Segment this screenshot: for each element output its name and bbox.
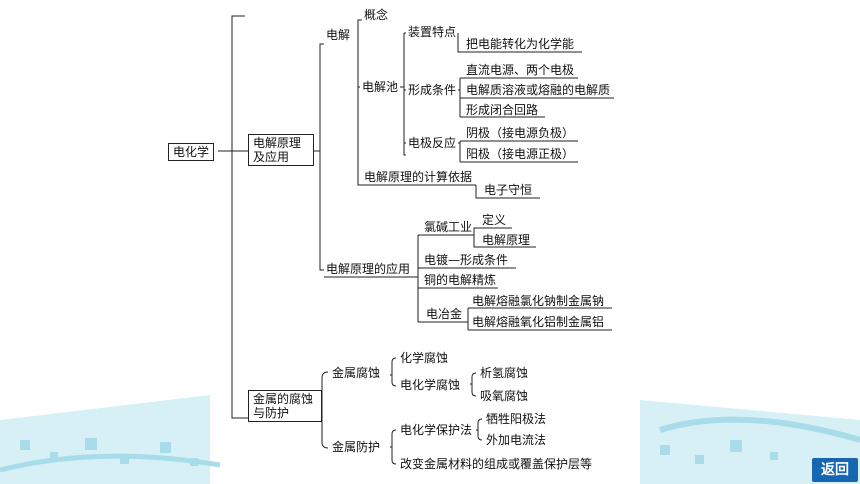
node-device-feature: 装置特点 bbox=[408, 25, 457, 39]
node-condition-3: 形成闭合回路 bbox=[466, 103, 539, 117]
node-condition-2: 电解质溶液或熔融的电解质 bbox=[466, 83, 611, 97]
node-electrochemical-corrosion: 电化学腐蚀 bbox=[400, 378, 461, 392]
node-change-material: 改变金属材料的组成或覆盖保护层等 bbox=[400, 457, 593, 471]
branch-title-line1: 电解原理 bbox=[253, 136, 302, 150]
node-formation-conditions: 形成条件 bbox=[408, 83, 457, 97]
node-definition: 定义 bbox=[482, 213, 507, 227]
node-electrode-reaction: 电极反应 bbox=[408, 136, 457, 150]
node-principle: 电解原理 bbox=[482, 233, 531, 247]
node-oxygen-absorption: 吸氧腐蚀 bbox=[480, 389, 529, 403]
node-chemical-corrosion: 化学腐蚀 bbox=[400, 351, 449, 365]
node-electrochemical-protection: 电化学保护法 bbox=[400, 423, 473, 437]
branch-title-line2: 与防护 bbox=[253, 406, 290, 420]
root-node: 电化学 bbox=[168, 143, 215, 161]
node-copper-refining: 铜的电解精炼 bbox=[424, 273, 497, 287]
node-sodium: 电解熔融氯化钠制金属钠 bbox=[472, 294, 605, 308]
node-concept: 概念 bbox=[364, 8, 389, 22]
branch-title-line1: 金属的腐蚀 bbox=[253, 392, 314, 406]
branch-electrolysis-principle: 电解原理 及应用 bbox=[248, 134, 314, 166]
node-device-feature-value: 把电能转化为化学能 bbox=[466, 37, 575, 51]
node-hydrogen-evolution: 析氢腐蚀 bbox=[480, 366, 529, 380]
node-electroplating: 电镀—形成条件 bbox=[424, 253, 509, 267]
node-electrolytic-cell: 电解池 bbox=[362, 80, 399, 94]
node-chlor-alkali: 氯碱工业 bbox=[424, 220, 473, 234]
branch-metal-corrosion: 金属的腐蚀 与防护 bbox=[248, 390, 322, 422]
back-button[interactable]: 返回 bbox=[812, 458, 858, 482]
node-protection: 金属防护 bbox=[332, 440, 381, 454]
branch-title-line2: 及应用 bbox=[253, 150, 290, 164]
node-applications: 电解原理的应用 bbox=[326, 262, 411, 276]
node-electrolysis: 电解 bbox=[326, 28, 351, 42]
node-calc-basis: 电解原理的计算依据 bbox=[364, 170, 473, 184]
node-electron-conservation: 电子守恒 bbox=[484, 183, 533, 197]
node-anode: 阳极（接电源正极） bbox=[466, 147, 575, 161]
node-corrosion: 金属腐蚀 bbox=[332, 366, 381, 380]
node-sacrificial-anode: 牺牲阳极法 bbox=[486, 412, 547, 426]
node-impressed-current: 外加电流法 bbox=[486, 433, 547, 447]
node-condition-1: 直流电源、两个电极 bbox=[466, 63, 575, 77]
node-aluminum: 电解熔融氧化铝制金属铝 bbox=[472, 315, 605, 329]
node-cathode: 阴极（接电源负极） bbox=[466, 126, 575, 140]
node-metallurgy: 电冶金 bbox=[426, 307, 463, 321]
